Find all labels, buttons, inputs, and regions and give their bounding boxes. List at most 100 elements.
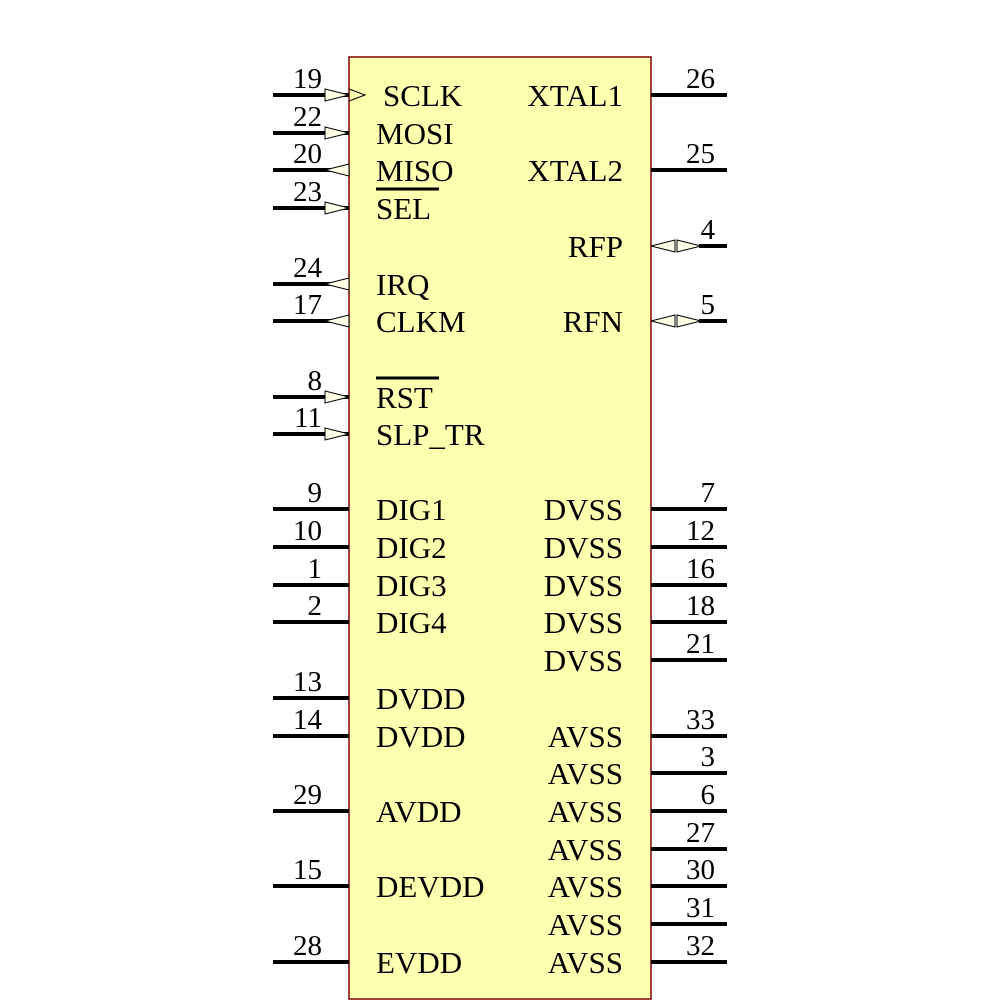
pin-name: SEL <box>376 191 431 226</box>
pin-number: 26 <box>686 63 715 95</box>
output-arrow-icon <box>324 314 350 328</box>
pin-name: SCLK <box>383 78 463 113</box>
bidirectional-arrow-icon <box>650 314 676 328</box>
bidirectional-arrow-icon <box>650 239 676 253</box>
pin-number: 32 <box>686 930 715 962</box>
pin-16-dvss: 16 DVSS <box>544 553 727 603</box>
pin-name: DVSS <box>544 492 623 527</box>
pin-3-avss: 3 AVSS <box>548 741 727 791</box>
pin-name: RST <box>376 380 433 415</box>
pin-number: 1 <box>308 553 323 585</box>
pin-number: 16 <box>686 553 715 585</box>
pin-number: 22 <box>293 101 322 133</box>
pin-number: 9 <box>308 477 323 509</box>
pin-5-rfn: 5 RFN <box>563 289 727 339</box>
pin-30-avss: 30 AVSS <box>548 854 727 904</box>
pin-26-xtal1: 26 XTAL1 <box>527 63 727 113</box>
pin-number: 10 <box>293 515 322 547</box>
pin-name: XTAL1 <box>527 78 623 113</box>
pin-number: 13 <box>293 666 322 698</box>
pin-33-avss: 33 AVSS <box>548 704 727 754</box>
pin-31-avss: 31 AVSS <box>548 892 727 942</box>
bidirectional-arrow-icon <box>676 239 702 253</box>
pin-1-dig3: 1 DIG3 <box>273 553 447 603</box>
pin-number: 6 <box>701 779 716 811</box>
output-arrow-icon <box>324 163 350 177</box>
bidirectional-arrow-icon <box>676 314 702 328</box>
pin-number: 8 <box>308 365 323 397</box>
pin-name: DVSS <box>544 530 623 565</box>
component-body <box>348 56 652 1000</box>
pin-17-clkm: 17 CLKM <box>273 289 466 339</box>
pin-number: 33 <box>686 704 715 736</box>
pin-7-dvss: 7 DVSS <box>544 477 727 527</box>
pin-28-evdd: 28 EVDD <box>273 930 462 980</box>
pin-name: DIG1 <box>376 492 447 527</box>
pin-number: 31 <box>686 892 715 924</box>
pin-number: 24 <box>293 252 323 284</box>
pin-name: DVSS <box>544 568 623 603</box>
pin-number: 3 <box>701 741 716 773</box>
pin-name: DVDD <box>376 681 466 716</box>
pin-name: AVSS <box>548 719 623 754</box>
pin-number: 4 <box>701 214 716 246</box>
pin-name: DIG3 <box>376 568 447 603</box>
pin-number: 17 <box>293 289 322 321</box>
pin-number: 21 <box>686 628 715 660</box>
pin-number: 25 <box>686 138 715 170</box>
pin-name: AVSS <box>548 869 623 904</box>
pin-number: 28 <box>293 930 322 962</box>
pin-name: RFN <box>563 304 623 339</box>
pin-number: 14 <box>293 704 323 736</box>
pin-name: DIG2 <box>376 530 447 565</box>
clock-marker-icon <box>348 88 367 102</box>
pin-name: DVDD <box>376 719 466 754</box>
pin-number: 18 <box>686 590 715 622</box>
pin-name: AVSS <box>548 794 623 829</box>
input-arrow-icon <box>324 201 350 215</box>
pin-32-avss: 32 AVSS <box>548 930 727 980</box>
pin-name: XTAL2 <box>527 153 623 188</box>
pin-name: DEVDD <box>376 869 485 904</box>
pin-9-dig1: 9 DIG1 <box>273 477 447 527</box>
pin-27-avss: 27 AVSS <box>548 817 727 867</box>
input-arrow-icon <box>324 427 350 441</box>
input-arrow-icon <box>324 390 350 404</box>
pin-name: AVSS <box>548 907 623 942</box>
pin-name: CLKM <box>376 304 466 339</box>
pin-number: 20 <box>293 138 322 170</box>
pin-name: IRQ <box>376 267 429 302</box>
pin-number: 23 <box>293 176 322 208</box>
pin-name: AVSS <box>548 945 623 980</box>
pin-22-mosi: 22 MOSI <box>273 101 454 151</box>
pin-24-irq: 24 IRQ <box>273 252 429 302</box>
pin-number: 11 <box>294 402 322 434</box>
pin-number: 27 <box>686 817 715 849</box>
pin-25-xtal2: 25 XTAL2 <box>527 138 727 188</box>
pin-number: 15 <box>293 854 322 886</box>
pin-number: 30 <box>686 854 715 886</box>
pin-number: 5 <box>701 289 716 321</box>
pin-name: AVDD <box>376 794 462 829</box>
pin-10-dig2: 10 DIG2 <box>273 515 447 565</box>
pin-number: 7 <box>701 477 716 509</box>
pin-name: AVSS <box>548 756 623 791</box>
pin-name: EVDD <box>376 945 462 980</box>
pin-name: AVSS <box>548 832 623 867</box>
pin-name: MOSI <box>376 116 454 151</box>
input-arrow-icon <box>324 126 350 140</box>
pin-6-avss: 6 AVSS <box>548 779 727 829</box>
pin-name: SLP_TR <box>376 417 485 452</box>
pin-11-slp_tr: 11 SLP_TR <box>273 402 485 452</box>
pin-8-rst: 8 RST <box>273 365 439 415</box>
output-arrow-icon <box>324 277 350 291</box>
